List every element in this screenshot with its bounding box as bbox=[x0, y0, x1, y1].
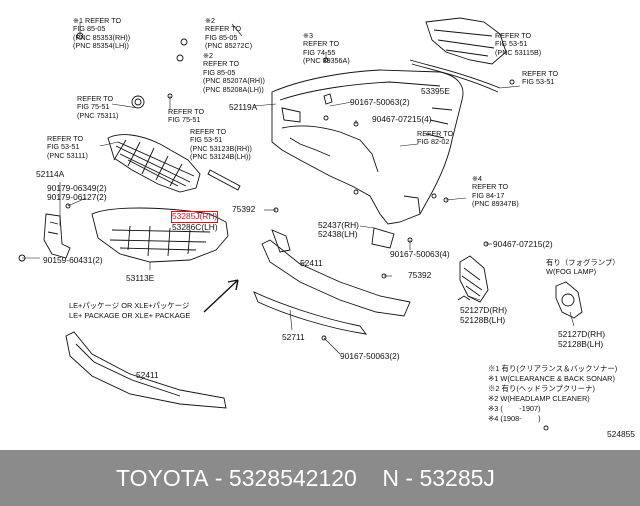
ref-fig-84-17: ※4 REFER TO FIG 84-17 (PNC 89347B) bbox=[472, 174, 519, 209]
note-1-jp: ※1 有り(クリアランス＆バックソナー) bbox=[488, 364, 618, 373]
molding-52711 bbox=[253, 291, 368, 335]
part-90167-50063-2a: 90167-50063(2) bbox=[350, 97, 410, 107]
part-52438: 52438(LH) bbox=[318, 229, 358, 239]
note-2-jp: ※2 有り(ヘッドランプクリーナ) bbox=[488, 384, 595, 393]
part-52711: 52711 bbox=[282, 332, 305, 342]
note-fog-en: W(FOG LAMP) bbox=[546, 267, 597, 276]
note-3: ※3 ( -1907) bbox=[488, 404, 541, 413]
retainer-53395E bbox=[409, 17, 507, 93]
ref-fig-85-05-pnc85272c: ※2 REFER TO FIG 85-05 (PNC 85272C) bbox=[205, 16, 253, 51]
part-90179-06127: 90179-06127(2) bbox=[47, 192, 107, 202]
ref-fig-53-51-pnc53115b: REFER TO FIG 53-51 (PNC 53115B) bbox=[495, 31, 542, 57]
part-53395E: 53395E bbox=[421, 86, 450, 96]
assembly-arrow bbox=[203, 279, 239, 313]
part-90167-50063-2b: 90167-50063(2) bbox=[340, 351, 400, 361]
ref-fig-85-05-pnc85207a: ※2 REFER TO FIG 85-05 (PNC 85207A(RH)) (… bbox=[203, 51, 265, 94]
part-90467-07215-4: 90467-07215(4) bbox=[372, 114, 432, 124]
package-spoiler-52411 bbox=[65, 331, 227, 409]
part-90467-07215-2: 90467-07215(2) bbox=[493, 239, 553, 249]
bracket-52114A bbox=[43, 213, 71, 259]
bracket-52437 bbox=[371, 227, 395, 249]
part-52128B-b: 52128B(LH) bbox=[558, 339, 604, 349]
part-53285J-highlighted[interactable]: 53285J(RH) bbox=[170, 211, 219, 223]
part-number: 5328542120 bbox=[228, 464, 357, 491]
illustration-number: 524855 bbox=[607, 429, 635, 439]
part-52119A: 52119A bbox=[229, 102, 258, 112]
ref-fig-82-02: REFER TO FIG 82-02 bbox=[417, 129, 454, 147]
note-package-jp: LE+パッケージ OR XLE+パッケージ bbox=[69, 301, 190, 310]
fog-lamp-cover-fog bbox=[555, 281, 583, 319]
ref-fig-53-51-right: REFER TO FIG 53-51 bbox=[522, 69, 559, 87]
part-75392-upper: 75392 bbox=[232, 204, 256, 214]
part-52127D-b: 52127D(RH) bbox=[558, 329, 606, 339]
emblem bbox=[131, 95, 145, 109]
screws bbox=[18, 32, 549, 431]
ref-fig-75-51-pnc75311: REFER TO FIG 75-51 (PNC 75311) bbox=[77, 94, 119, 120]
ref-fig-74-55: ※3 REFER TO FIG 74-55 (PNC 89356A) bbox=[303, 31, 350, 66]
parts-illustration bbox=[18, 17, 583, 431]
parts-diagram: ※1 REFER TO FIG 85-05 (PNC 85353(RH)) (P… bbox=[18, 16, 635, 439]
note-package-en: LE+ PACKAGE OR XLE+ PACKAGE bbox=[69, 311, 191, 320]
part-52127D-a: 52127D(RH) bbox=[460, 305, 508, 315]
part-52128B-a: 52128B(LH) bbox=[460, 315, 506, 325]
pnc-code: 53285J bbox=[419, 464, 495, 491]
ref-fig-53-51-pnc53123b: REFER TO FIG 53-51 (PNC 53123B(RH)) (PNC… bbox=[190, 127, 252, 162]
part-53286C: 53286C(LH) bbox=[172, 222, 218, 232]
upper-grille bbox=[107, 134, 201, 193]
ref-fig-85-05-sonar: ※1 REFER TO FIG 85-05 (PNC 85353(RH)) (P… bbox=[73, 16, 131, 51]
part-90159-60431: 90159-60431(2) bbox=[43, 255, 103, 265]
bumper-cover-upper bbox=[271, 69, 464, 225]
part-52114A: 52114A bbox=[36, 169, 65, 179]
retainer-52127D bbox=[457, 295, 471, 301]
note-fog-jp: 有り（フォグランプ） bbox=[546, 258, 620, 267]
note-2-en: ※2 W(HEADLAMP CLEANER) bbox=[488, 394, 590, 403]
part-52411-upper: 52411 bbox=[300, 258, 323, 268]
part-53113E: 53113E bbox=[126, 273, 155, 283]
footer-bar: TOYOTA - 5328542120 N - 53285J bbox=[0, 450, 640, 506]
footer-separator-2: N - bbox=[356, 464, 420, 491]
leader-lines bbox=[22, 22, 575, 381]
lower-spoiler-52411 bbox=[261, 229, 411, 317]
note-4: ※4 (1908- ) bbox=[488, 414, 541, 423]
ref-fig-75-51: REFER TO FIG 75-51 bbox=[168, 107, 205, 125]
part-90167-50063-4: 90167-50063(4) bbox=[390, 249, 450, 259]
note-1-en: ※1 W(CLEARANCE & BACK SONAR) bbox=[488, 374, 615, 383]
strip-53123B bbox=[207, 169, 241, 191]
fog-lamp-cover bbox=[459, 255, 489, 303]
part-75392-lower: 75392 bbox=[408, 270, 432, 280]
part-90179-06349: 90179-06349(2) bbox=[47, 183, 107, 193]
part-52437: 52437(RH) bbox=[318, 220, 359, 230]
ref-fig-53-51-pnc53111: REFER TO FIG 53-51 (PNC 53111) bbox=[47, 134, 88, 160]
brand-name: TOYOTA bbox=[116, 464, 209, 491]
footer-separator: - bbox=[208, 464, 229, 491]
part-52411-package: 52411 bbox=[136, 370, 159, 380]
lower-grille bbox=[91, 207, 229, 263]
